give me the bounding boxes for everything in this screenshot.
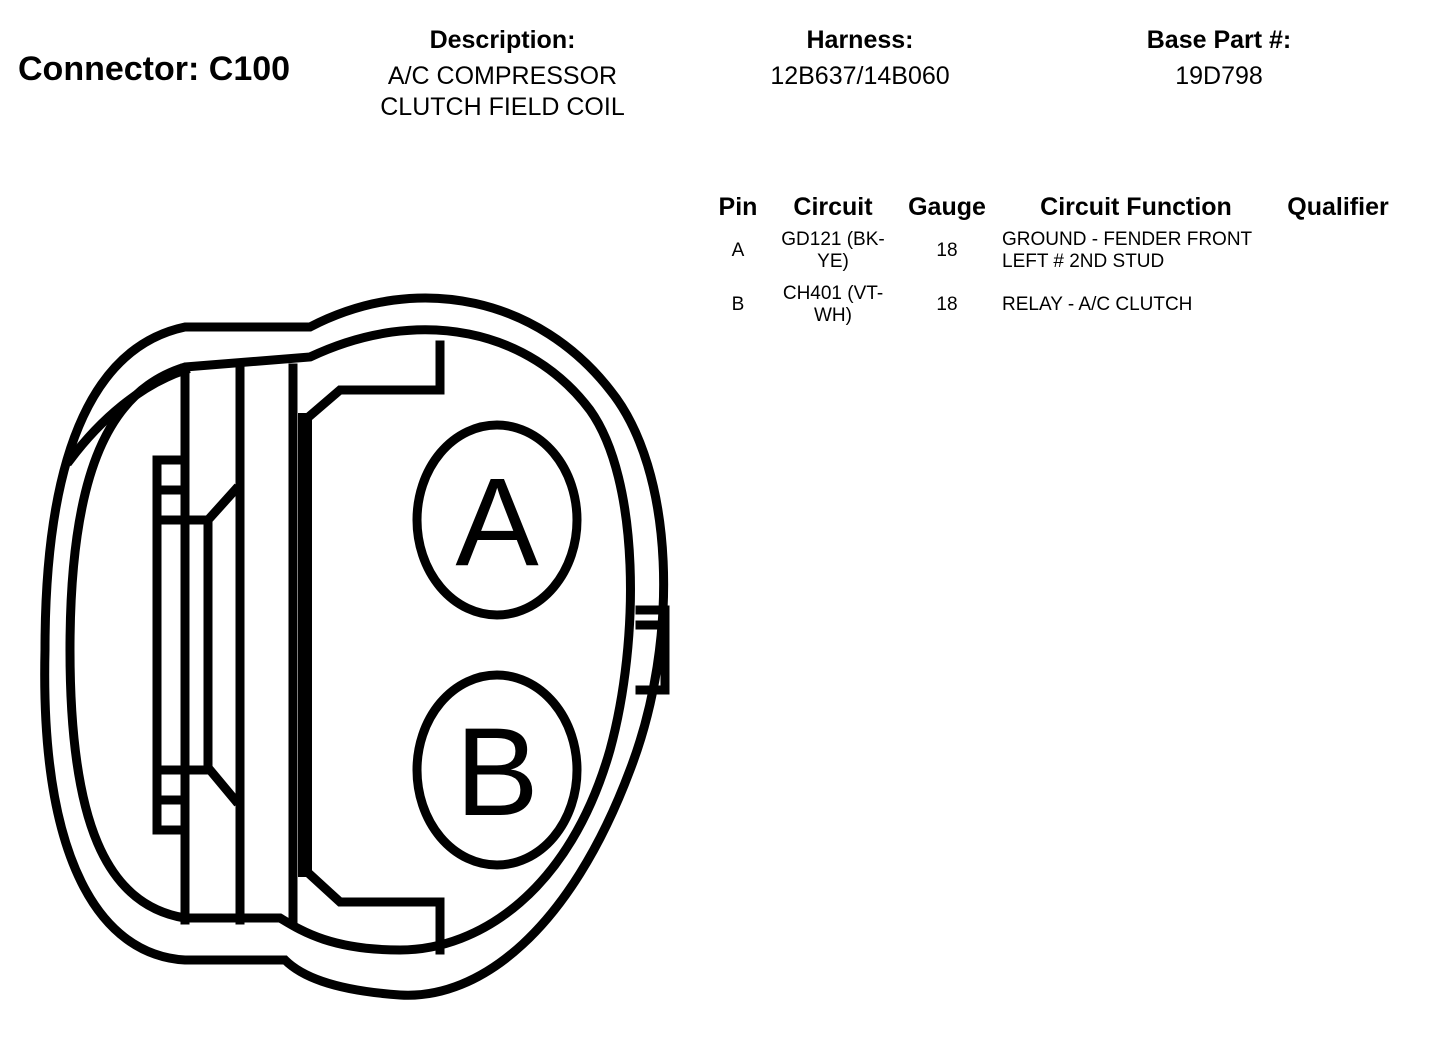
- harness-label: Harness:: [806, 26, 914, 54]
- pin-table-header-row: Pin Circuit Gauge Circuit Function Quali…: [708, 190, 1400, 224]
- function-line-2: LEFT # 2ND STUD: [1002, 251, 1165, 272]
- pin-table: Pin Circuit Gauge Circuit Function Quali…: [708, 190, 1400, 332]
- header-qualifier: Qualifier: [1287, 192, 1389, 221]
- connector-title: Connector: C100: [18, 50, 291, 88]
- header-circuit-function: Circuit Function: [1040, 192, 1232, 221]
- table-row: B CH401 (VT- WH) 18 RELAY - A/C CLUTCH: [708, 278, 1400, 332]
- pin-cell: A: [731, 240, 745, 261]
- circuit-line-2: YE): [817, 251, 849, 272]
- circuit-cell: GD121 (BK- YE): [768, 224, 898, 278]
- inner-housing-outline: [65, 325, 635, 955]
- function-cell: RELAY - A/C CLUTCH: [996, 278, 1276, 332]
- circuit-cell: CH401 (VT- WH): [768, 278, 898, 332]
- header-circuit: Circuit: [793, 192, 873, 221]
- harness-value: 12B637/14B060: [770, 62, 950, 90]
- pin-b-label: B: [455, 703, 538, 842]
- side-latch: [635, 605, 670, 695]
- description-block: Description: A/C COMPRESSOR CLUTCH FIELD…: [355, 25, 650, 123]
- housing-corner-accent: [63, 364, 191, 467]
- outer-housing-outline: [40, 293, 669, 1000]
- pin-cell: B: [731, 294, 745, 315]
- harness-block: Harness: 12B637/14B060: [735, 25, 985, 92]
- gauge-cell: 18: [936, 294, 958, 315]
- table-row: A GD121 (BK- YE) 18 GROUND - FENDER FRON…: [708, 224, 1400, 278]
- function-line-1: RELAY - A/C CLUTCH: [1002, 294, 1193, 315]
- circuit-line-1: CH401 (VT-: [782, 283, 884, 304]
- base-part-value: 19D798: [1175, 62, 1263, 90]
- pin-a-label: A: [455, 453, 539, 592]
- header-gauge: Gauge: [908, 192, 986, 221]
- description-label: Description:: [429, 26, 576, 54]
- function-line-1: GROUND - FENDER FRONT: [1002, 229, 1253, 250]
- lower-notch: [298, 863, 445, 955]
- upper-notch: [298, 340, 445, 427]
- pin-b-socket: [412, 670, 582, 870]
- circuit-line-1: GD121 (BK-: [781, 229, 885, 250]
- header-pin: Pin: [718, 192, 758, 221]
- description-line-2: CLUTCH FIELD COIL: [380, 93, 625, 121]
- function-cell: GROUND - FENDER FRONT LEFT # 2ND STUD: [996, 224, 1276, 278]
- base-part-label: Base Part #:: [1146, 26, 1292, 54]
- lock-tab: [152, 455, 242, 835]
- pin-a-socket: [412, 420, 582, 620]
- description-value: A/C COMPRESSOR CLUTCH FIELD COIL: [355, 61, 650, 123]
- circuit-line-2: WH): [814, 305, 852, 326]
- description-line-1: A/C COMPRESSOR: [387, 62, 618, 90]
- base-part-block: Base Part #: 19D798: [1105, 25, 1333, 92]
- gauge-cell: 18: [936, 240, 958, 261]
